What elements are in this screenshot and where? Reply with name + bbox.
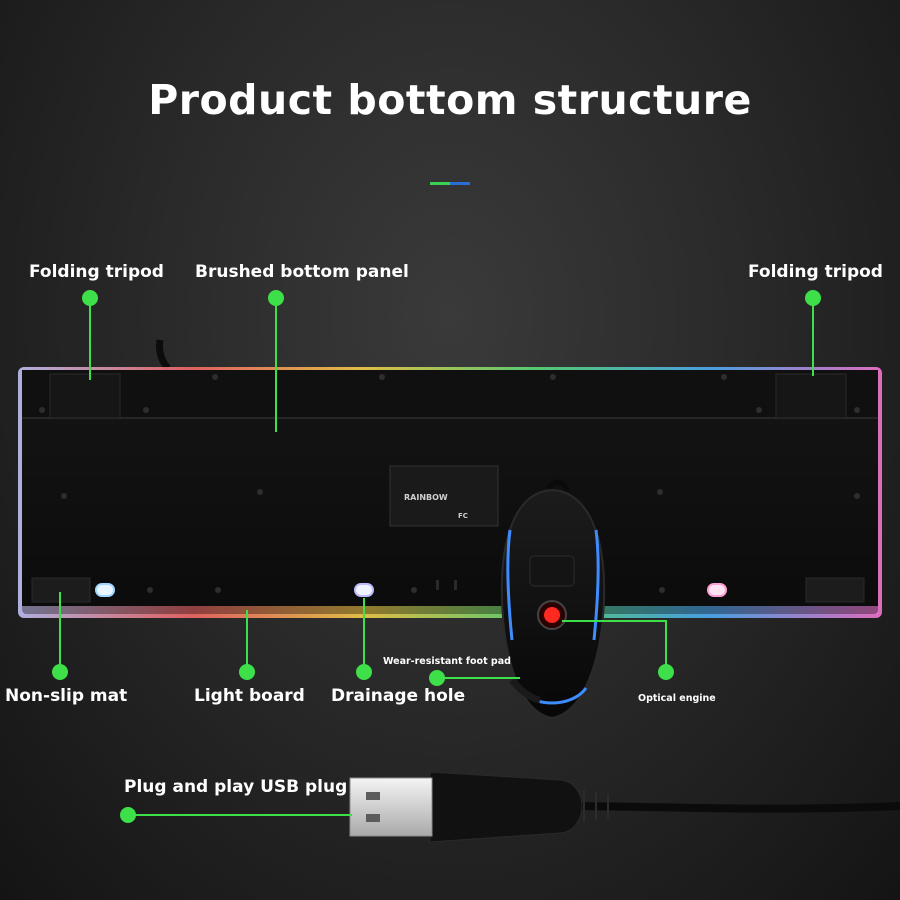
keyboard-top-strip <box>22 370 878 418</box>
leader-optical-engine-vertical <box>665 620 667 672</box>
label-folding-tripod-right: Folding tripod <box>748 262 883 282</box>
usb-contact-2 <box>366 814 380 822</box>
sticker-brand: RAINBOW <box>404 493 448 502</box>
label-wear-resistant-foot-pad: Wear-resistant foot pad <box>383 656 511 667</box>
dot-brushed-bottom-panel <box>268 290 284 306</box>
leader-usb-plug <box>127 814 352 816</box>
small-vents <box>436 580 457 590</box>
leader-folding-tripod-left <box>89 298 91 380</box>
sticker-cert: FC <box>458 512 468 520</box>
underline-blue-segment <box>450 182 470 185</box>
underline-green-segment <box>430 182 450 185</box>
usb-plug-housing <box>429 771 583 843</box>
leader-wear-resistant-foot-pad <box>437 677 520 679</box>
optical-sensor <box>544 607 560 623</box>
page-title: Product bottom structure <box>148 76 752 124</box>
drainage-hole-1 <box>95 583 115 597</box>
dot-folding-tripod-left <box>82 290 98 306</box>
dot-non-slip-mat <box>52 664 68 680</box>
panel-screws <box>39 374 860 593</box>
label-brushed-bottom-panel: Brushed bottom panel <box>195 262 409 282</box>
non-slip-mat-left <box>31 577 91 603</box>
leader-brushed-bottom-panel <box>275 298 277 432</box>
label-drainage-hole: Drainage hole <box>331 686 466 706</box>
usb-plug-metal <box>349 777 433 837</box>
light-board-glow <box>22 606 878 614</box>
folding-tripod-right <box>775 373 847 419</box>
non-slip-mat-right <box>805 577 865 603</box>
leader-drainage-hole <box>363 598 365 672</box>
dot-drainage-hole <box>356 664 372 680</box>
product-sticker <box>389 465 499 527</box>
mouse-cable <box>546 479 571 492</box>
dot-folding-tripod-right <box>805 290 821 306</box>
usb-strain-relief <box>583 790 609 822</box>
mouse-right-light <box>592 529 600 641</box>
usb-cable <box>559 802 900 813</box>
mouse-label-plate <box>529 555 575 587</box>
leader-non-slip-mat <box>59 592 61 672</box>
mouse <box>500 479 606 720</box>
leader-optical-engine-horizontal <box>562 620 666 622</box>
drainage-hole-2 <box>354 583 374 597</box>
folding-tripod-left <box>49 373 121 419</box>
drainage-hole-3 <box>707 583 727 597</box>
leader-light-board <box>246 610 248 672</box>
label-optical-engine: Optical engine <box>638 693 716 704</box>
dot-wear-resistant-foot-pad <box>429 670 445 686</box>
dot-optical-engine <box>658 664 674 680</box>
dot-usb-plug <box>120 807 136 823</box>
label-usb-plug: Plug and play USB plug <box>124 777 348 797</box>
keyboard-cable <box>156 339 171 371</box>
label-non-slip-mat: Non-slip mat <box>5 686 128 706</box>
title-underline <box>430 182 470 185</box>
mouse-left-light <box>506 529 514 641</box>
dot-light-board <box>239 664 255 680</box>
label-light-board: Light board <box>194 686 305 706</box>
leader-folding-tripod-right <box>812 298 814 376</box>
label-folding-tripod-left: Folding tripod <box>29 262 164 282</box>
usb-contact-1 <box>366 792 380 800</box>
mouse-foot-pad <box>509 677 541 704</box>
